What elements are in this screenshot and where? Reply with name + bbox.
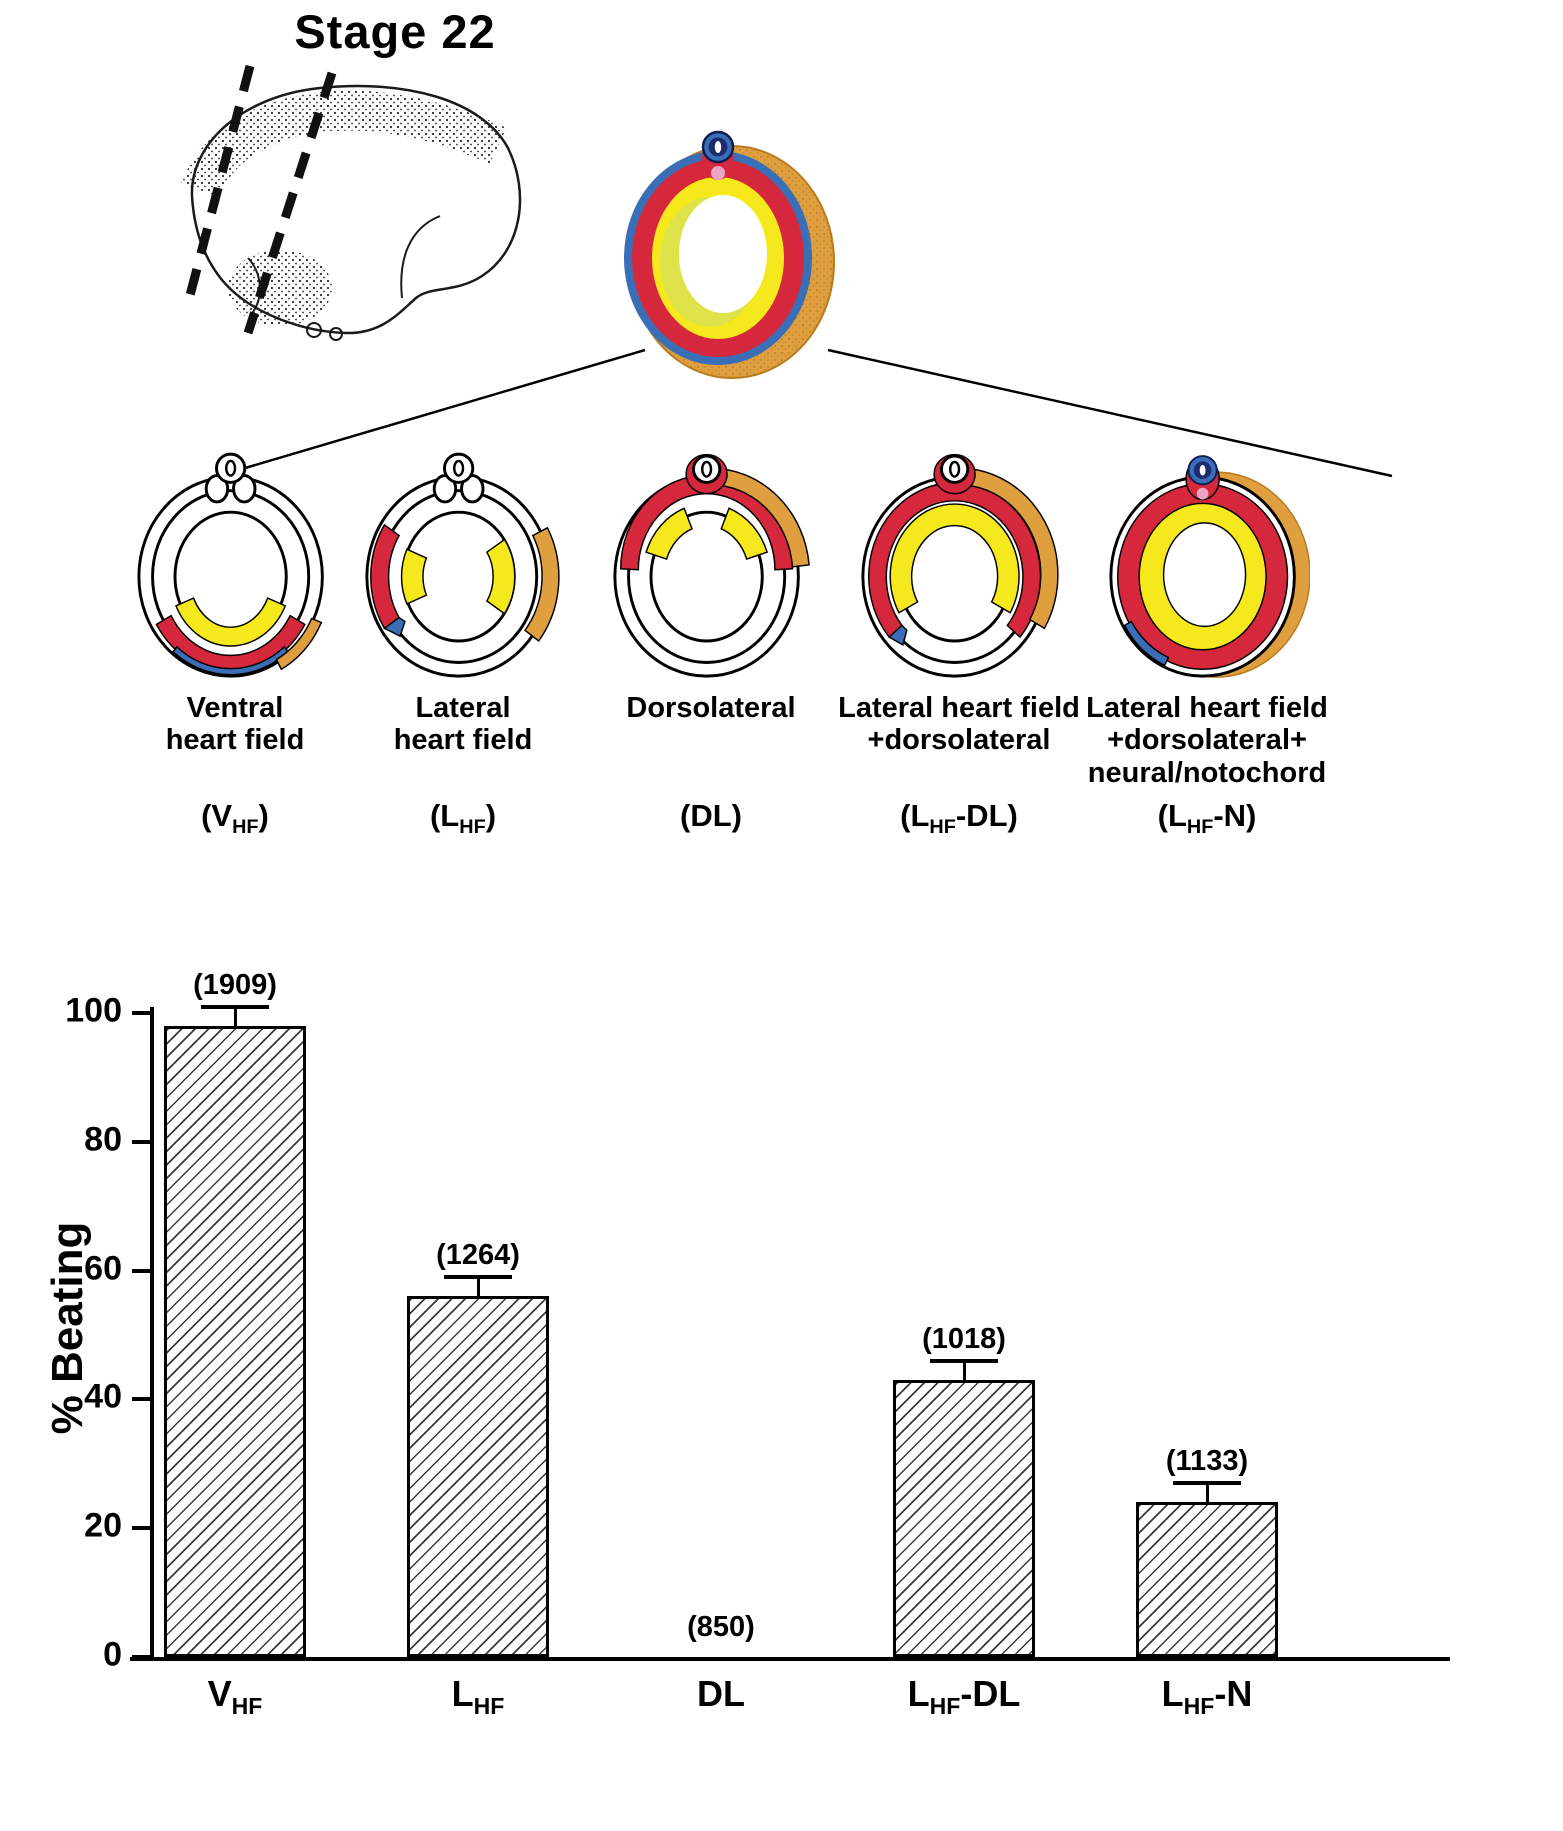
panel-lhf-dl: Lateral heart field +dorsolateral (LHF-D… <box>814 438 1104 838</box>
error-bar-stem <box>233 1008 237 1026</box>
panel-abbr: (LHF-N) <box>1062 798 1352 839</box>
section-plane-dashed-line <box>243 71 337 335</box>
panel-abbr: (DL) <box>566 798 856 839</box>
panel-abbr: (LHF-DL) <box>814 798 1104 839</box>
abbr-sub: HF <box>459 815 486 838</box>
panel-name: Lateral heart field <box>393 692 533 757</box>
x-category-label: DL <box>697 1673 745 1714</box>
cross-section-full <box>624 130 835 379</box>
x-category-label: VHF <box>207 1673 263 1720</box>
abbr-sub: HF <box>232 815 259 838</box>
y-tick-mark <box>132 1526 151 1531</box>
notochord <box>1196 487 1208 500</box>
xsec-diagram-lhf <box>364 452 560 678</box>
y-tick-label: 0 <box>103 1635 122 1674</box>
y-tick-label: 40 <box>84 1377 122 1416</box>
abbr-pre: (L <box>1157 798 1187 833</box>
bar <box>893 1380 1035 1657</box>
embryo-sketch <box>181 64 522 341</box>
y-tick-label: 60 <box>84 1249 122 1288</box>
abbr-pre: (V <box>201 798 233 833</box>
error-bar-cap <box>201 1005 269 1009</box>
abbr-post: -N) <box>1213 798 1257 833</box>
bar-chart: % Beating 0 20 40 60 80 100 (1909) VHF (1264) LHF… <box>0 969 1563 1831</box>
abbr-post: -DL) <box>955 798 1018 833</box>
panel-lhf-n: Lateral heart field +dorsolateral+ neura… <box>1062 438 1352 838</box>
x-category-label: LHF <box>451 1673 505 1720</box>
abbr-sub: HF <box>1186 815 1214 838</box>
error-bar-cap <box>930 1359 998 1363</box>
notochord <box>711 166 725 180</box>
y-tick-mark <box>132 1011 151 1015</box>
bar <box>1136 1502 1278 1657</box>
abbr-post: ) <box>485 798 497 833</box>
bar <box>407 1296 549 1657</box>
x-category-label: LHF-DL <box>907 1673 1021 1720</box>
y-tick-mark <box>132 1655 151 1659</box>
fan-lines <box>217 348 1393 478</box>
embryo-head-stipple <box>228 250 332 326</box>
panel-dl: Dorsolateral (DL) <box>566 438 856 833</box>
y-axis-label: % Beating <box>43 1221 92 1435</box>
sample-size-label: (850) <box>687 1611 755 1643</box>
embryo-flank-line <box>400 215 441 299</box>
abbr-post: ) <box>258 798 269 833</box>
panel-lhf: Lateral heart field (LHF) <box>318 438 608 838</box>
x-axis-line <box>130 1657 1450 1661</box>
error-bar-cap <box>1173 1481 1241 1485</box>
error-bar-stem <box>1205 1484 1209 1502</box>
panel-vhf: Ventral heart field (VHF) <box>90 438 380 838</box>
panel-name: Lateral heart field +dorsolateral <box>838 692 1080 757</box>
error-bar-cap <box>444 1275 512 1279</box>
xsec-diagram-lhf-n <box>1108 455 1310 678</box>
panel-abbr: (VHF) <box>90 798 380 839</box>
embryo-dorsal-stipple <box>181 90 507 199</box>
y-tick-label: 20 <box>84 1506 122 1545</box>
error-bar-stem <box>962 1362 966 1380</box>
sample-size-label: (1909) <box>193 969 277 1001</box>
y-tick-mark <box>132 1397 151 1402</box>
y-tick-mark <box>132 1268 151 1273</box>
x-category-label: LHF-N <box>1161 1673 1253 1720</box>
sample-size-label: (1018) <box>922 1323 1006 1355</box>
panel-name: Ventral heart field <box>165 692 305 757</box>
y-tick-mark <box>132 1139 151 1144</box>
y-tick-label: 100 <box>65 991 122 1030</box>
embryo-sucker <box>306 322 322 338</box>
abbr-sub: HF <box>929 815 956 838</box>
panel-abbr: (LHF) <box>318 798 608 839</box>
y-axis-line <box>150 1007 154 1661</box>
abbr-pre: (L <box>900 798 930 833</box>
abbr-pre: (L <box>429 798 460 833</box>
panel-name: Dorsolateral <box>626 692 796 724</box>
stage-title: Stage 22 <box>294 5 496 58</box>
embryo-sucker <box>329 327 343 341</box>
y-tick-label: 80 <box>84 1120 122 1159</box>
xsec-diagram-lhf-dl <box>860 453 1059 678</box>
sample-size-label: (1264) <box>436 1239 520 1271</box>
sample-size-label: (1133) <box>1165 1445 1249 1477</box>
xsec-diagram-vhf <box>136 452 324 678</box>
error-bar-stem <box>476 1278 480 1296</box>
panel-name: Lateral heart field +dorsolateral+ neura… <box>1086 692 1328 789</box>
xsec-diagram-dl <box>612 453 810 678</box>
abbr-pre: (DL) <box>680 798 742 833</box>
bar <box>164 1026 306 1657</box>
